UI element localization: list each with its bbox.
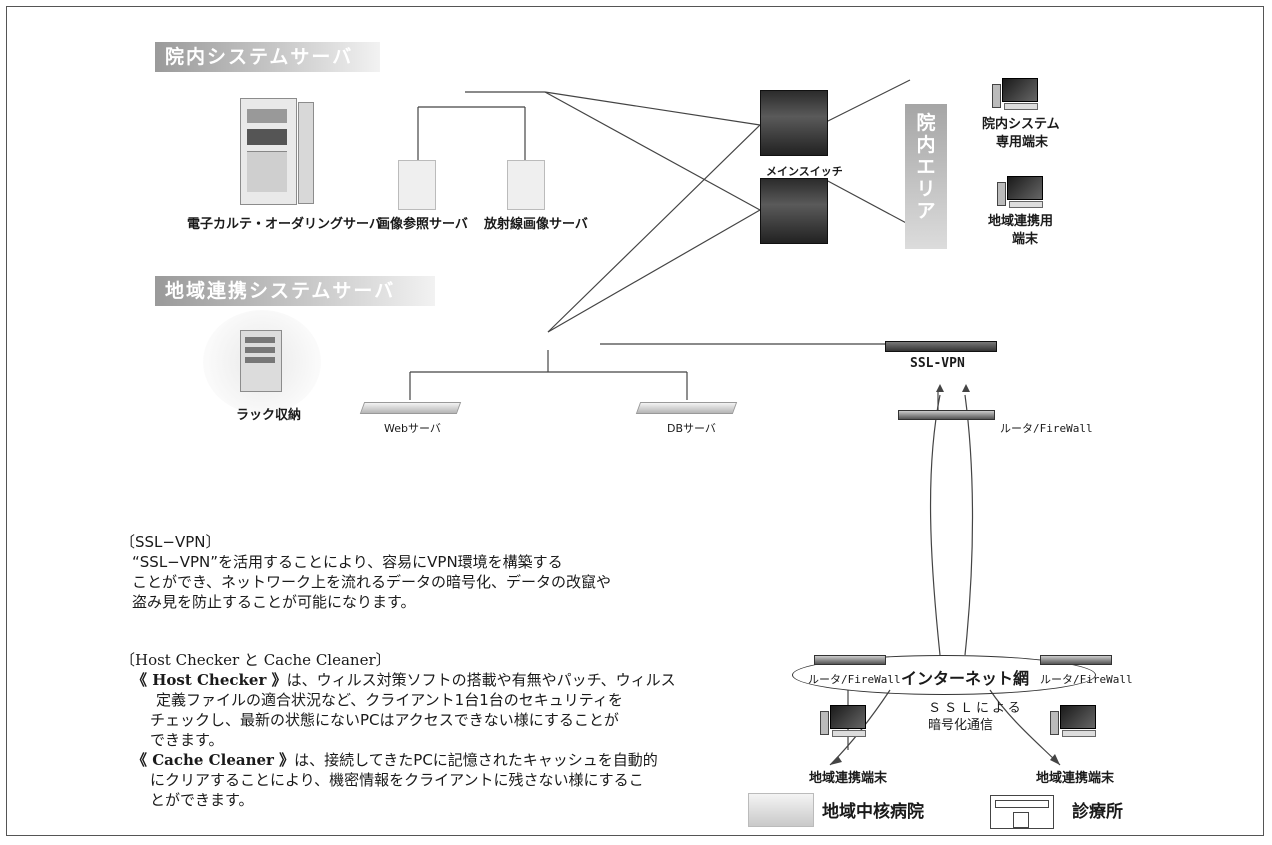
- arrow-right-site: [1050, 754, 1060, 765]
- web-server: [359, 402, 462, 414]
- main-switch-bottom: [760, 178, 828, 244]
- emr-server-rack: [240, 98, 297, 205]
- emr-server-label: 電子カルテ・オーダリングサーバ: [187, 217, 382, 232]
- cache-cleaner-line-2: にクリアすることにより、機密情報をクライアントに残さない様にするこ: [150, 771, 644, 789]
- main-switch-top: [760, 90, 828, 156]
- ssl-vpn-line-1: “SSL−VPN”を活用することにより、容易にVPN環境を構築する: [132, 553, 563, 571]
- hospital-building-icon: [748, 793, 814, 827]
- ssl-vpn-device: [885, 341, 997, 352]
- right-site-router-label: ルータ/FireWall: [1040, 673, 1133, 686]
- hq-router: [898, 410, 995, 420]
- wire-switch1-area: [825, 79, 911, 123]
- host-checker-line-2: 定義ファイルの適合状況など、クライアント1台1台のセキュリティを: [156, 691, 623, 709]
- host-checker-line-4: できます。: [150, 731, 224, 749]
- radiology-label: 放射線画像サーバ: [484, 217, 588, 232]
- ssl-vpn-line-3: 盗み見を防止することが可能になります。: [132, 593, 416, 611]
- host-checker-heading: 〔Host Checker と Cache Cleaner〕: [120, 651, 391, 669]
- arrow-left-site: [830, 756, 842, 765]
- internet-label: インターネット網: [895, 665, 1036, 689]
- right-site-name: 診療所: [1072, 802, 1123, 822]
- regional-terminal-label-2: 端末: [1012, 232, 1039, 247]
- radiology-server: [507, 160, 545, 210]
- wire-switch2-area: [825, 179, 911, 226]
- right-site-terminal-label: 地域連携端末: [1036, 771, 1115, 786]
- cache-cleaner-term: 《 Cache Cleaner 》: [132, 751, 295, 769]
- wire-bus-switch1: [544, 91, 761, 126]
- in-hospital-terminal-pc: [992, 78, 1040, 112]
- internet-cloud: [792, 655, 1096, 695]
- ssl-vpn-line-2: ことができ、ネットワーク上を流れるデータの暗号化、データの改竄や: [132, 573, 611, 591]
- hq-router-label: ルータ/FireWall: [1000, 422, 1093, 435]
- host-checker-term: 《 Host Checker 》: [132, 671, 287, 689]
- cache-cleaner-line-3: とができます。: [150, 791, 254, 809]
- ssl-note-2: 暗号化通信: [928, 718, 994, 733]
- regional-terminal-label-1: 地域連携用: [988, 214, 1054, 229]
- host-checker-line-3: チェックし、最新の状態にないPCはアクセスできない様にすることが: [150, 711, 619, 729]
- right-site-terminal-pc: [1050, 705, 1098, 739]
- right-site-router: [1040, 655, 1112, 665]
- ssl-vpn-label: SSL-VPN: [910, 356, 965, 371]
- left-site-terminal-label: 地域連携端末: [809, 771, 888, 786]
- clinic-building-icon: [990, 795, 1054, 829]
- in-hospital-terminal-label-1: 院内システム: [982, 117, 1060, 132]
- ssl-note-1: ＳＳＬによる: [928, 701, 1024, 716]
- arrow-up-1: [936, 384, 944, 392]
- wire-bus-switch2: [544, 91, 761, 211]
- db-server: [635, 402, 738, 414]
- host-checker-note: 〔Host Checker と Cache Cleaner〕 《 Host Ch…: [120, 650, 676, 810]
- banner-in-hospital-area-text: 院内エリア: [916, 112, 936, 222]
- left-site-router-label: ルータ/FireWall: [808, 673, 901, 686]
- arrow-up-2: [962, 384, 970, 392]
- diagram-frame: [6, 6, 1264, 836]
- wire-switch2-hub: [547, 209, 761, 333]
- rack-label: ラック収納: [236, 408, 302, 423]
- host-checker-line-1: は、ウィルス対策ソフトの搭載や有無やパッチ、ウィルス: [286, 671, 676, 689]
- left-site-terminal-pc: [820, 705, 868, 739]
- ssl-vpn-note: 〔SSL−VPN〕 “SSL−VPN”を活用することにより、容易にVPN環境を構…: [120, 532, 611, 612]
- left-site-router: [814, 655, 886, 665]
- wire-vpn-internet-2: [964, 394, 974, 656]
- rack-icon: [240, 330, 282, 392]
- wire-switch1-hub: [547, 124, 761, 333]
- ssl-vpn-heading: 〔SSL−VPN〕: [120, 533, 221, 551]
- emr-server-rack-side: [298, 102, 314, 204]
- banner-regional-servers: 地域連携システムサーバ: [155, 276, 435, 306]
- banner-in-hospital-area: 院内エリア: [905, 104, 947, 249]
- wire-vpn-internet-1: [929, 394, 941, 656]
- db-server-label: DBサーバ: [667, 422, 716, 435]
- image-ref-server: [398, 160, 436, 210]
- web-server-label: Webサーバ: [384, 422, 441, 435]
- left-site-name: 地域中核病院: [822, 802, 924, 822]
- image-ref-label: 画像参照サーバ: [377, 217, 468, 232]
- main-switch-label: メインスイッチ: [766, 165, 843, 178]
- regional-terminal-pc: [997, 176, 1045, 210]
- in-hospital-terminal-label-2: 専用端末: [996, 135, 1049, 150]
- banner-in-hospital-servers: 院内システムサーバ: [155, 42, 380, 72]
- cache-cleaner-line-1: は、接続してきたPCに記憶されたキャッシュを自動的: [294, 751, 658, 769]
